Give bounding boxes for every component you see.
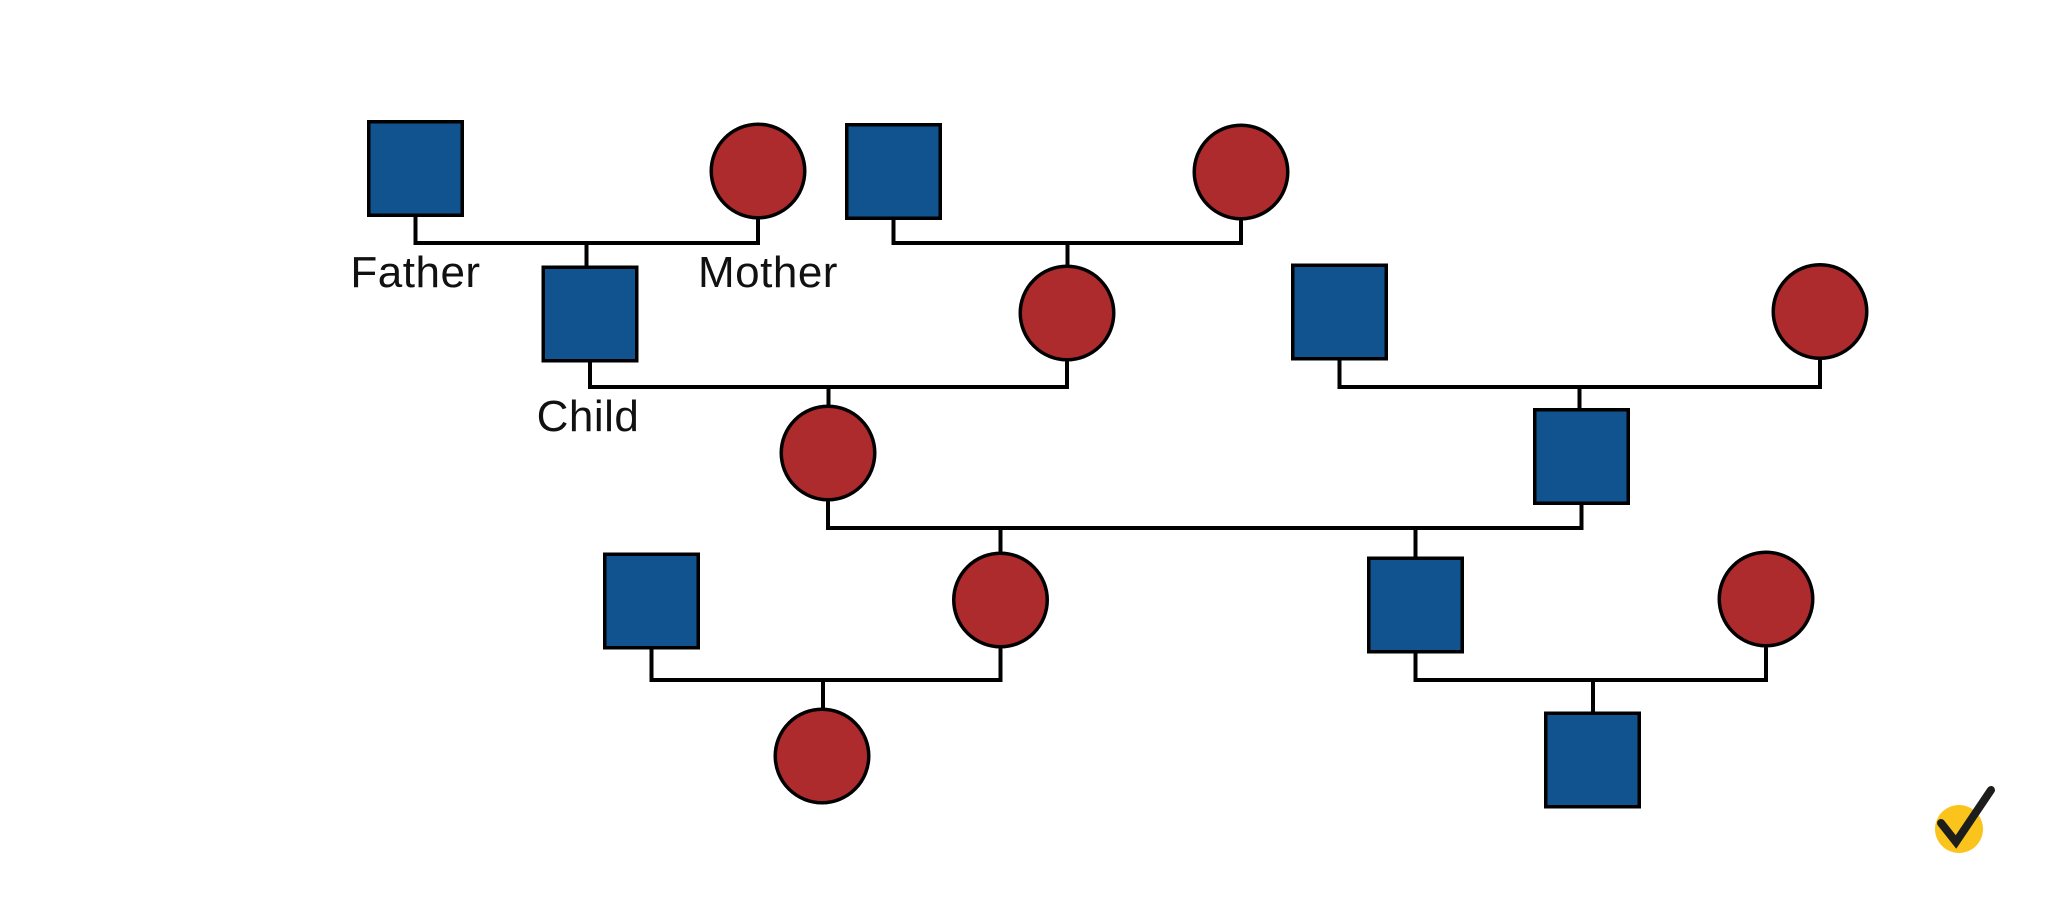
member-gen2-male-right-square xyxy=(1291,263,1388,361)
family-connector xyxy=(1413,647,1768,712)
checkmark-logo xyxy=(1935,786,1995,853)
checkmark-icon xyxy=(1937,786,1995,849)
member-father-square xyxy=(367,120,464,217)
family-connector xyxy=(826,501,1584,557)
member-gen2-female-right-circle xyxy=(1771,263,1869,360)
member-gen1-female-right-circle xyxy=(1192,123,1290,221)
family-connector xyxy=(588,361,1069,405)
mother-label: Mother xyxy=(698,248,838,297)
member-gen1-male-right-square xyxy=(845,123,942,220)
family-connector xyxy=(1337,360,1822,409)
member-gen5-female-circle xyxy=(773,707,871,805)
child-label: Child xyxy=(537,392,640,441)
member-child-square xyxy=(541,265,639,363)
father-label: Father xyxy=(350,248,480,297)
family-connector xyxy=(891,220,1243,265)
member-gen5-male-square xyxy=(1544,711,1641,809)
member-mother-circle xyxy=(709,122,807,220)
member-gen4-male-right-square xyxy=(1367,556,1464,654)
family-connector xyxy=(413,217,760,266)
member-gen3-male-square xyxy=(1533,408,1630,505)
family-connector xyxy=(649,648,1003,708)
member-gen4-female-left-circle xyxy=(952,551,1049,649)
member-gen2-female-left-circle xyxy=(1018,264,1116,362)
member-gen4-male-left-square xyxy=(603,552,700,650)
member-gen3-female-circle xyxy=(779,404,877,502)
member-gen4-female-right-circle xyxy=(1717,550,1815,648)
